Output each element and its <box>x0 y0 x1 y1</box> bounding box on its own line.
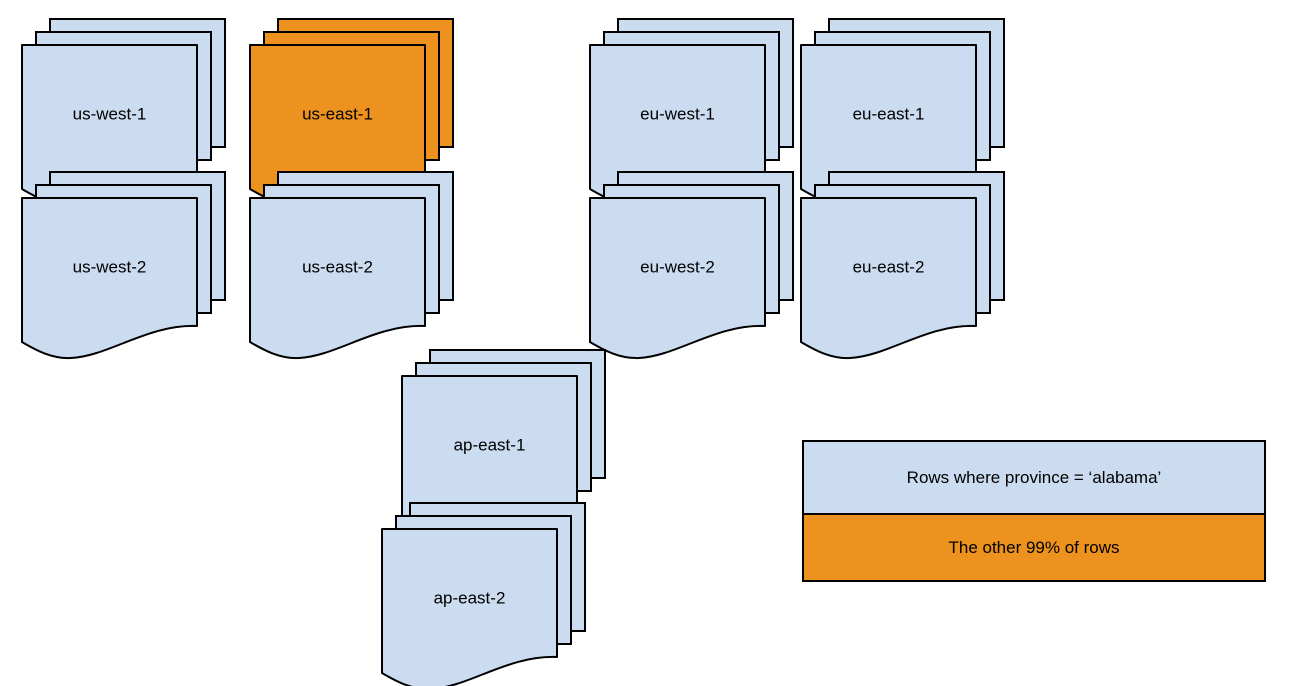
region-stack-label: us-west-1 <box>73 104 147 123</box>
stack-layer-front <box>21 197 198 360</box>
legend-blue-label: Rows where province = ‘alabama’ <box>906 467 1162 487</box>
region-stack-us-east-1[interactable]: us-east-1 <box>249 18 456 207</box>
region-stack-label: us-west-2 <box>73 257 147 276</box>
region-stack-label: us-east-2 <box>302 257 373 276</box>
stack-layer-front <box>800 197 977 360</box>
region-stack-ap-east-1[interactable]: ap-east-1 <box>401 349 608 538</box>
region-stack-label: eu-west-1 <box>640 104 715 123</box>
legend-orange-label: The other 99% of rows <box>948 537 1120 557</box>
region-stack-us-west-2[interactable]: us-west-2 <box>21 171 228 360</box>
region-stack-label: eu-west-2 <box>640 257 715 276</box>
region-stack-us-east-2[interactable]: us-east-2 <box>249 171 456 360</box>
region-stack-eu-east-2[interactable]: eu-east-2 <box>800 171 1007 360</box>
region-stack-label: us-east-1 <box>302 104 373 123</box>
region-stack-label: eu-east-2 <box>853 257 925 276</box>
region-stack-eu-east-1[interactable]: eu-east-1 <box>800 18 1007 207</box>
legend-blue: Rows where province = ‘alabama’ <box>804 442 1264 515</box>
region-stack-ap-east-2[interactable]: ap-east-2 <box>381 502 588 686</box>
region-stack-label: ap-east-2 <box>434 588 506 607</box>
region-stack-eu-west-1[interactable]: eu-west-1 <box>589 18 796 207</box>
legend-orange: The other 99% of rows <box>804 515 1264 580</box>
stack-layer-front <box>249 197 426 360</box>
legend: Rows where province = ‘alabama’ The other… <box>802 440 1266 582</box>
stack-layer-front <box>589 197 766 360</box>
region-stack-us-west-1[interactable]: us-west-1 <box>21 18 228 207</box>
stack-layer-front <box>381 528 558 686</box>
region-stack-label: eu-east-1 <box>853 104 925 123</box>
region-stack-eu-west-2[interactable]: eu-west-2 <box>589 171 796 360</box>
region-stack-label: ap-east-1 <box>454 435 526 454</box>
